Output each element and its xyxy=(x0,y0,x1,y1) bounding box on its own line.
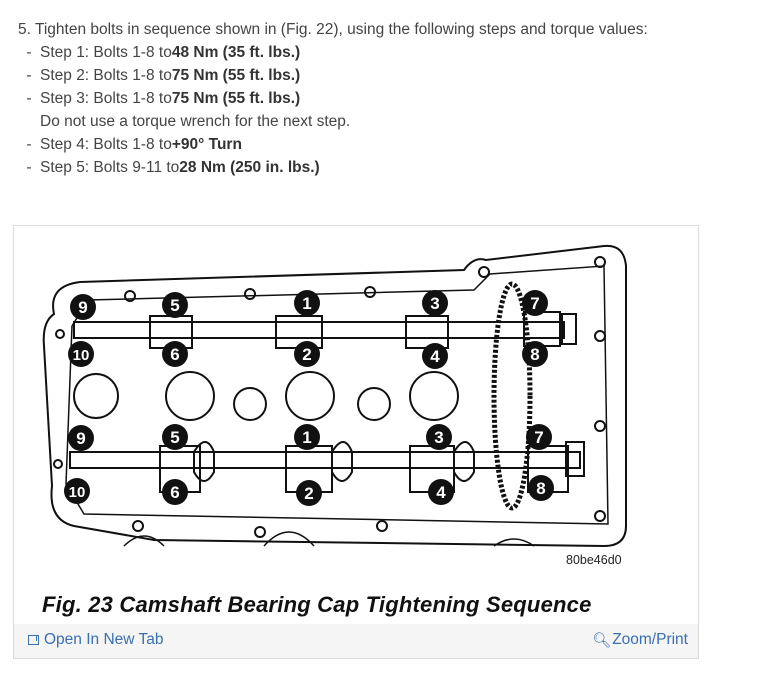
mount-hole xyxy=(254,526,266,538)
spark-plug-bore xyxy=(285,371,335,421)
zoom-print-label: Zoom/Print xyxy=(612,631,688,648)
mount-hole xyxy=(55,329,65,339)
figure-box: 9 5 1 3 7 10 6 2 4 8 9 5 1 3 7 10 6 2 4 … xyxy=(13,225,699,659)
torque-value: +90° Turn xyxy=(171,136,242,153)
bolt-label-9: 9 xyxy=(70,294,96,320)
svg-text:10: 10 xyxy=(69,484,86,501)
step-3: -Step 3: Bolts 1-8 to 75 Nm (55 ft. lbs.… xyxy=(18,87,738,110)
step-1: -Step 1: Bolts 1-8 to 48 Nm (35 ft. lbs.… xyxy=(18,41,738,64)
bolt-label-7: 7 xyxy=(526,424,552,450)
svg-text:10: 10 xyxy=(73,347,90,364)
bolt-label-10: 10 xyxy=(68,341,94,367)
mount-hole xyxy=(244,288,256,300)
svg-text:8: 8 xyxy=(530,345,539,364)
bolt-label-5: 5 xyxy=(162,424,188,450)
cam-end xyxy=(561,313,577,345)
bolt-label-6: 6 xyxy=(162,479,188,505)
mount-hole xyxy=(594,330,606,342)
lower-camshaft xyxy=(69,451,581,469)
bolt-callouts: 9 5 1 3 7 10 6 2 4 8 9 5 1 3 7 10 6 2 4 … xyxy=(64,290,554,506)
cam-lobe xyxy=(331,441,353,482)
svg-text:3: 3 xyxy=(430,294,439,313)
open-in-new-tab-link[interactable]: Open In New Tab xyxy=(28,631,163,649)
step-2: -Step 2: Bolts 1-8 to 75 Nm (55 ft. lbs.… xyxy=(18,64,738,87)
bolt-label-3: 3 xyxy=(426,424,452,450)
svg-text:4: 4 xyxy=(430,347,440,366)
svg-text:9: 9 xyxy=(76,429,85,448)
svg-text:2: 2 xyxy=(304,484,313,503)
figure-ref-code: 80be46d0 xyxy=(566,553,622,567)
spark-plug-bore xyxy=(165,371,215,421)
mount-hole xyxy=(594,420,606,432)
instructions: 5. Tighten bolts in sequence shown in (F… xyxy=(18,18,738,179)
bolt-label-9: 9 xyxy=(68,425,94,451)
svg-text:2: 2 xyxy=(302,345,311,364)
bolt-label-8: 8 xyxy=(528,475,554,501)
bolt-label-2: 2 xyxy=(294,341,320,367)
lower-casting xyxy=(123,531,535,547)
figure-caption: Fig. 23 Camshaft Bearing Cap Tightening … xyxy=(42,592,592,617)
svg-text:9: 9 xyxy=(78,298,87,317)
torque-value: 75 Nm (55 ft. lbs.) xyxy=(171,67,301,84)
svg-text:1: 1 xyxy=(302,428,311,447)
bolt-label-5: 5 xyxy=(162,292,188,318)
svg-text:3: 3 xyxy=(434,428,443,447)
cam-end xyxy=(565,441,585,477)
mount-hole xyxy=(478,266,490,278)
open-in-new-tab-label: Open In New Tab xyxy=(44,631,164,648)
spark-plug-bore xyxy=(73,373,119,419)
spark-plug-bore xyxy=(357,387,391,421)
figure-action-bar: Open In New Tab 🔍︎ Zoom/Print xyxy=(14,624,698,658)
cam-lobe xyxy=(453,441,475,482)
bolt-label-1: 1 xyxy=(294,290,320,316)
mount-hole xyxy=(376,520,388,532)
bolt-label-3: 3 xyxy=(422,290,448,316)
bolt-label-8: 8 xyxy=(522,341,548,367)
mount-hole xyxy=(124,290,136,302)
svg-text:6: 6 xyxy=(170,345,179,364)
bolt-label-10: 10 xyxy=(64,478,90,504)
step-5: -Step 5: Bolts 9-11 to 28 Nm (250 in. lb… xyxy=(18,156,738,179)
mount-hole xyxy=(132,520,144,532)
intro-text: 5. Tighten bolts in sequence shown in (F… xyxy=(18,21,648,38)
mount-hole xyxy=(364,286,376,298)
upper-camshaft xyxy=(73,321,565,339)
svg-text:8: 8 xyxy=(536,479,545,498)
step-4: -Step 4: Bolts 1-8 to +90° Turn xyxy=(18,133,738,156)
svg-text:4: 4 xyxy=(436,483,446,502)
bolt-label-2: 2 xyxy=(296,480,322,506)
spark-plug-bore xyxy=(233,387,267,421)
mount-hole xyxy=(594,510,606,522)
svg-text:1: 1 xyxy=(302,294,311,313)
zoom-print-link[interactable]: 🔍︎ Zoom/Print xyxy=(592,631,688,649)
magnifier-icon: 🔍︎ xyxy=(592,632,612,649)
bolt-label-7: 7 xyxy=(522,290,548,316)
mount-hole xyxy=(53,459,63,469)
torque-value: 48 Nm (35 ft. lbs.) xyxy=(171,44,301,61)
torque-value: 75 Nm (55 ft. lbs.) xyxy=(171,90,301,107)
spark-plug-bore xyxy=(409,371,459,421)
svg-text:7: 7 xyxy=(530,294,539,313)
svg-text:7: 7 xyxy=(534,428,543,447)
head-outline xyxy=(42,244,627,548)
svg-text:5: 5 xyxy=(170,428,179,447)
bolt-label-4: 4 xyxy=(422,343,448,369)
svg-text:6: 6 xyxy=(170,483,179,502)
torque-value: 28 Nm (250 in. lbs.) xyxy=(179,159,320,176)
mount-hole xyxy=(594,256,606,268)
bolt-label-4: 4 xyxy=(428,479,454,505)
timing-gear xyxy=(491,281,533,511)
step-note: Do not use a torque wrench for the next … xyxy=(40,113,351,130)
svg-text:5: 5 xyxy=(170,296,179,315)
cam-lobe xyxy=(193,441,215,482)
bolt-label-6: 6 xyxy=(162,341,188,367)
open-new-tab-icon xyxy=(28,635,39,645)
bolt-label-1: 1 xyxy=(294,424,320,450)
